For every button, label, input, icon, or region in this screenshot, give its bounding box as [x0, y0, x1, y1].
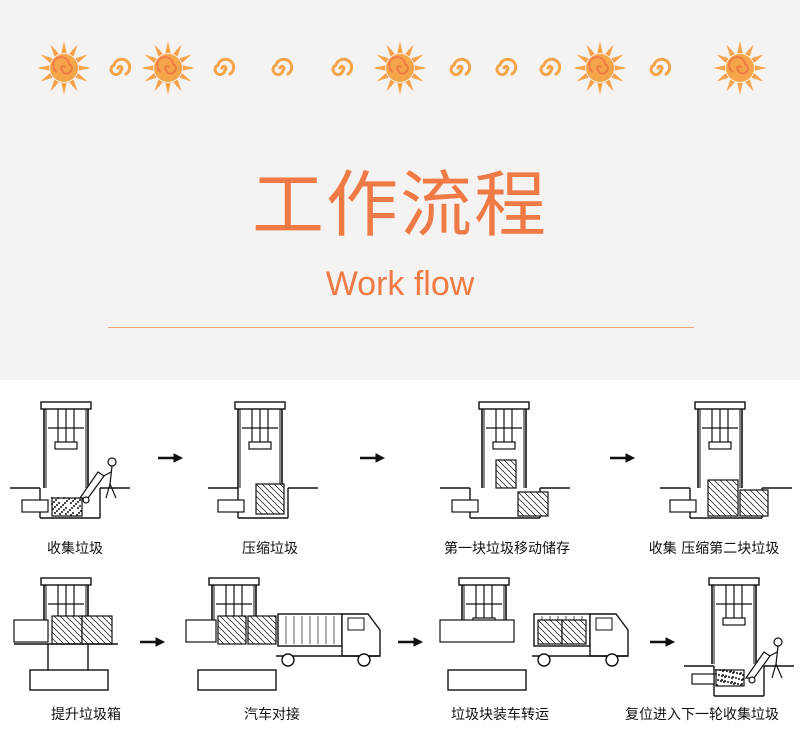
- pit-step-7: [447, 669, 527, 691]
- compressed-block-2: [707, 479, 739, 517]
- spiral-icon: [213, 57, 236, 77]
- spiral-icon: [449, 57, 472, 77]
- sun-icon: [713, 41, 767, 95]
- spiral-icon: [539, 57, 562, 77]
- sun-icon: [573, 41, 627, 95]
- pit-step-6: [197, 669, 277, 691]
- step-label-lift-box: 提升垃圾箱: [51, 707, 121, 723]
- step-label-compress: 压缩垃圾: [242, 541, 298, 557]
- spiral-icon: [271, 57, 294, 77]
- worker-figure: [107, 457, 117, 467]
- workflow-illustration: [10, 401, 794, 697]
- sun-icon: [373, 41, 427, 95]
- step-label-load-transfer: 垃圾块装车转运: [451, 707, 549, 723]
- spiral-icon: [649, 57, 672, 77]
- step-label-move-store: 第一块垃圾移动储存: [444, 541, 570, 557]
- step-label-reset: 复位进入下一轮收集垃圾: [625, 707, 779, 723]
- sun-icon: [141, 41, 195, 95]
- step-label-second-block: 收集 压缩第二块垃圾: [648, 541, 780, 557]
- spiral-icon: [495, 57, 518, 77]
- sun-icon: [37, 41, 91, 95]
- decoration-row: [37, 41, 767, 95]
- page-subtitle: Work flow: [325, 265, 475, 303]
- header-banner: 工作流程 Work flow: [0, 0, 800, 380]
- empty-box: [439, 619, 515, 643]
- workflow-diagram: 收集垃圾 压缩垃圾 第一块垃圾移动储存 收集 压缩第二块垃圾 提升垃圾箱 汽车对…: [0, 380, 800, 735]
- page-title: 工作流程: [251, 163, 548, 247]
- spiral-icon: [109, 57, 132, 77]
- spiral-icon: [331, 57, 354, 77]
- step-label-collect: 收集垃圾: [47, 541, 103, 557]
- pit-step-5: [29, 669, 109, 691]
- push-plate: [21, 499, 49, 513]
- step-label-truck-dock: 汽车对接: [244, 707, 300, 723]
- stored-block-1: [517, 491, 549, 517]
- worker-figure-reset: [773, 637, 783, 647]
- divider-line: [108, 327, 694, 328]
